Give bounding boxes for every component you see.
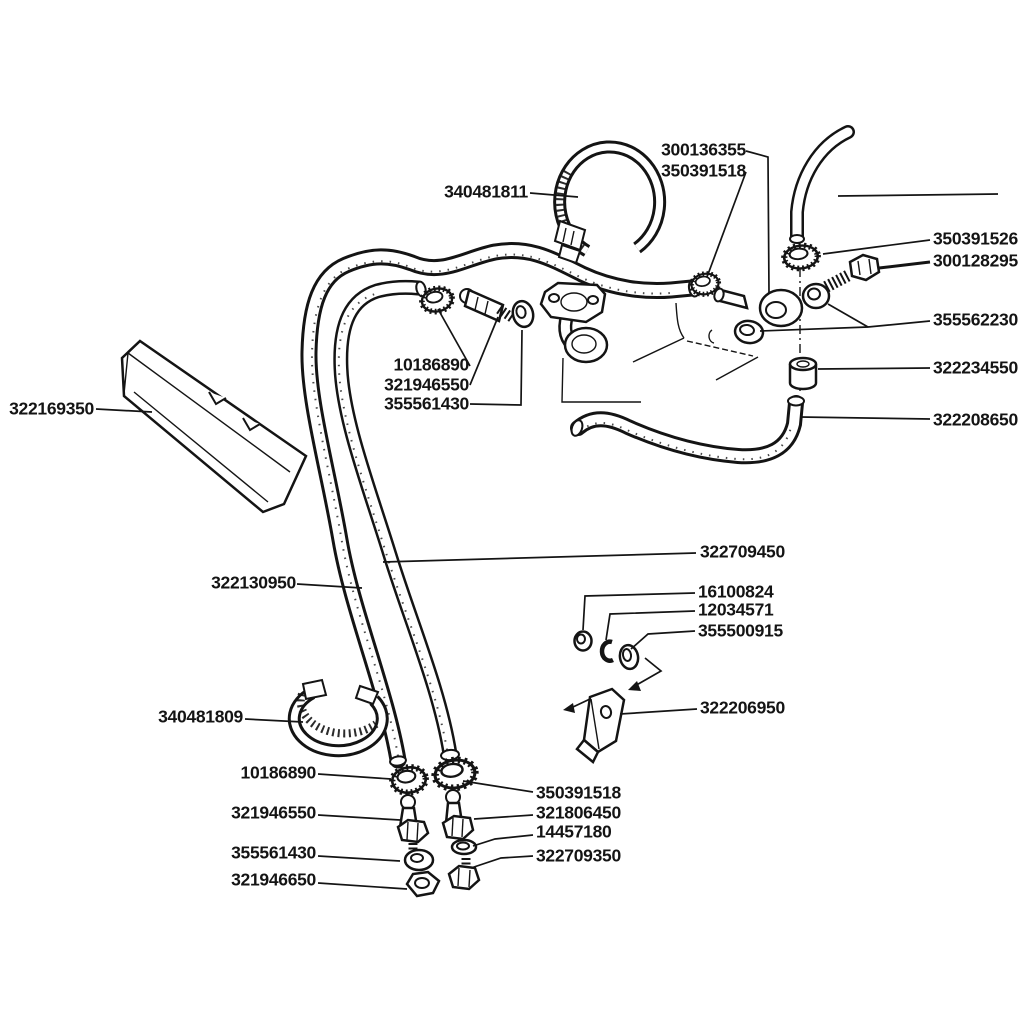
elbow-hose <box>570 395 805 465</box>
part-number-label-hose-clamp-large: 340481811 <box>444 181 528 202</box>
part-number-label-washer: 355500915 <box>698 620 783 641</box>
part-number-label-washer: 355561430 <box>384 393 469 414</box>
part-number-label-mounting-bracket: 322206950 <box>700 697 785 718</box>
hose-clamp-340481811 <box>553 140 667 265</box>
part-number-label-washer: 355561430 <box>231 842 316 863</box>
part-number-label-washers: 355562230 <box>933 309 1018 330</box>
right-fittings <box>690 244 881 392</box>
bottom-fasteners-right <box>433 758 479 891</box>
part-number-label-worm-clamp-ring: 10186890 <box>393 354 470 375</box>
part-number-label-union-bolt: 321946550 <box>384 374 469 395</box>
part-number-label-hex-bolt: 300128295 <box>933 250 1018 271</box>
part-number-label-elbow-hose: 322208650 <box>933 409 1018 430</box>
part-number-label-long-hose: 322709450 <box>700 541 785 562</box>
part-number-label-worm-clamp-ring: 350391518 <box>661 160 746 181</box>
part-number-label-worm-clamp-ring: 350391526 <box>933 228 1018 249</box>
mid-fittings <box>420 286 535 329</box>
phantom-lines <box>561 193 999 403</box>
part-number-label-heat-shield-plate: 322169350 <box>9 398 94 419</box>
hose-clamp-340481809 <box>287 678 389 758</box>
leader-lines <box>95 150 931 890</box>
part-number-label-worm-clamp-ring: 10186890 <box>240 762 317 783</box>
part-number-label-spring-clip: 12034571 <box>698 599 774 620</box>
heat-shield-plate <box>120 339 308 514</box>
part-number-label-hose-clamp-large: 340481809 <box>158 706 243 727</box>
part-number-label-nut-small: 16100824 <box>698 581 774 602</box>
part-number-label-worm-clamp-ring: 350391518 <box>536 782 621 803</box>
mounting-bracket <box>563 687 626 764</box>
part-number-label-banjo-fitting: 300136355 <box>661 139 746 160</box>
spacer-bush <box>788 356 818 391</box>
top-right-hose <box>789 125 855 244</box>
flange-fitting <box>539 281 609 364</box>
part-number-label-union-bolt: 321806450 <box>536 802 621 823</box>
part-number-label-union-bolt: 321946550 <box>231 802 316 823</box>
bottom-fasteners-left <box>391 765 441 898</box>
hose-322709450 <box>333 279 460 762</box>
part-number-label-long-hose: 322130950 <box>211 572 296 593</box>
part-number-label-nut: 321946650 <box>231 869 316 890</box>
part-number-label-washer: 14457180 <box>536 821 612 842</box>
small-parts-group <box>573 630 663 691</box>
part-number-label-spacer-bush: 322234550 <box>933 357 1018 378</box>
part-number-label-plug-bolt: 322709350 <box>536 845 621 866</box>
